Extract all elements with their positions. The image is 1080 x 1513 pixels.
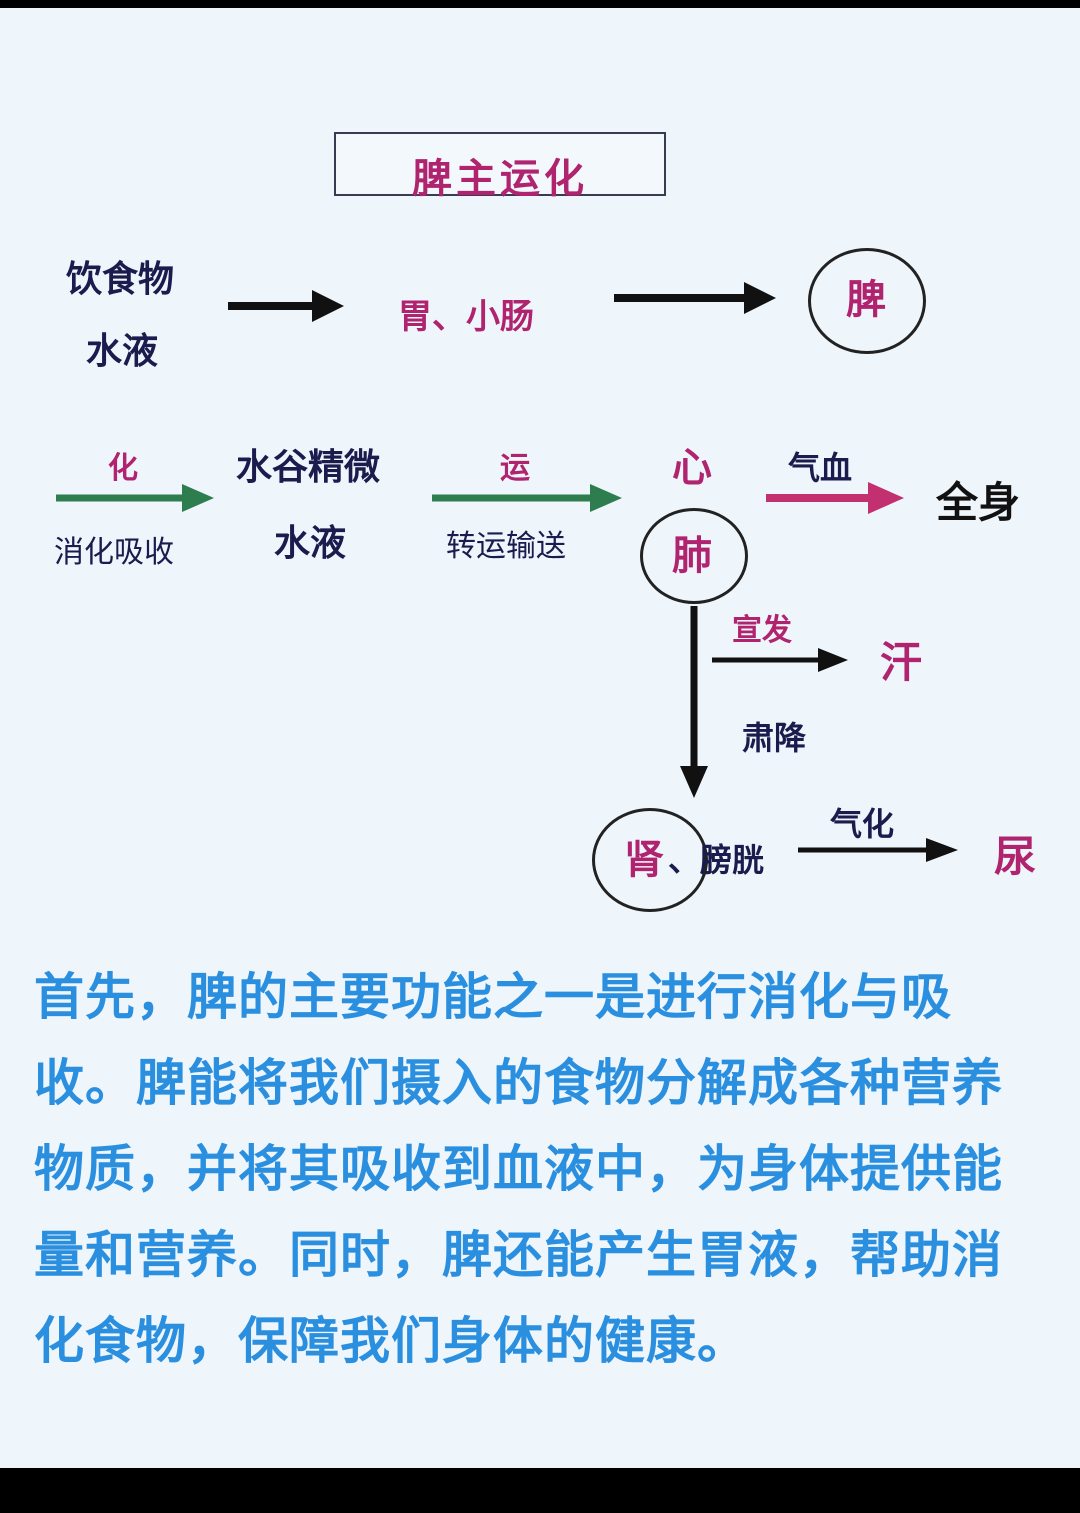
label-hua: 化 — [108, 451, 138, 486]
arrowhead-lung-down — [680, 766, 708, 798]
arrowhead-qihua — [926, 838, 958, 862]
product-essence: 水谷精微 — [236, 447, 381, 488]
node-lung: 肺 — [672, 533, 712, 579]
kidney-circle — [592, 808, 708, 912]
spleen-circle — [808, 248, 926, 354]
diagram-title: 脾主运化 — [412, 156, 588, 202]
label-qihua: 气化 — [830, 805, 895, 843]
node-kidney: 肾 — [624, 837, 664, 883]
label-digest-absorb: 消化吸收 — [54, 535, 174, 570]
organ-stomach-intestine: 胃、小肠 — [398, 297, 534, 337]
arrowhead-disperse — [818, 648, 848, 672]
product-fluid: 水液 — [274, 523, 347, 564]
node-urine: 尿 — [994, 832, 1037, 881]
label-yun: 运 — [500, 451, 530, 486]
diagram-canvas: 脾主运化 饮食物 水液 胃、小肠 脾 化 消化吸收 水谷精微 水液 运 转运输送… — [0, 8, 1080, 1468]
label-transport: 转运输送 — [446, 529, 566, 564]
input-fluid: 水液 — [86, 331, 159, 372]
arrow-layer — [56, 282, 958, 862]
title-box: 脾主运化 — [334, 132, 666, 202]
arrowhead-food-to-stomach — [312, 290, 344, 322]
lung-circle — [640, 508, 748, 604]
explanation-paragraph: 首先，脾的主要功能之一是进行消化与吸收。脾能将我们摄入的食物分解成各种营养物质，… — [34, 968, 1003, 1370]
input-food: 饮食物 — [66, 259, 175, 300]
node-sweat: 汗 — [880, 638, 923, 687]
label-qi-blood: 气血 — [788, 449, 853, 487]
arrowhead-hua — [182, 484, 214, 512]
arrowhead-qi-blood — [868, 482, 904, 514]
node-heart: 心 — [672, 445, 712, 491]
label-disperse: 宣发 — [732, 613, 792, 648]
label-descend: 肃降 — [742, 719, 807, 757]
arrowhead-stomach-to-spleen — [744, 282, 776, 314]
node-bladder: 、膀胱 — [668, 841, 765, 879]
node-whole-body: 全身 — [936, 478, 1021, 527]
node-spleen: 脾 — [846, 277, 886, 323]
arrowhead-yun — [590, 484, 622, 512]
